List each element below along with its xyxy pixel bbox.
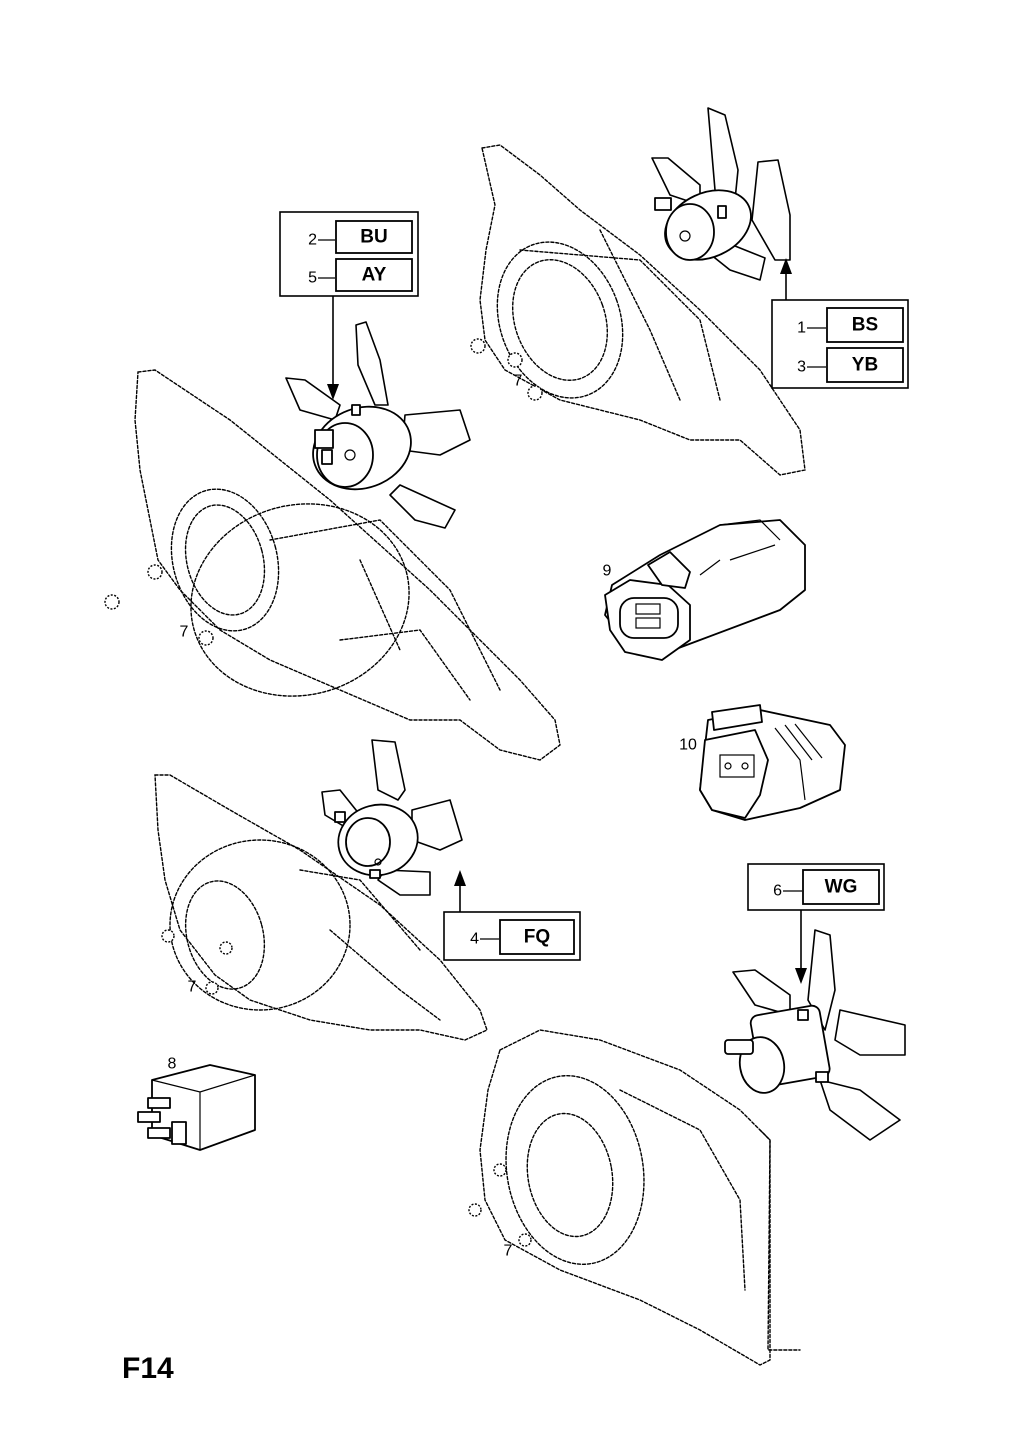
callout-code[interactable]: BS	[852, 315, 878, 336]
callout-number: 1	[797, 320, 806, 337]
part-number-nut: 7	[188, 979, 197, 996]
leader-arrow-bu-ay	[327, 296, 339, 400]
part-number-connector: 9	[603, 563, 612, 580]
fan-shroud-upper-left	[134, 369, 561, 761]
nuts-upper-right	[470, 338, 543, 401]
callout-code-box	[826, 347, 904, 383]
fan-motor-assembly-middle	[321, 739, 463, 896]
connector-10	[699, 704, 846, 821]
callout-box-bu-ay: 2 BU 5 AY	[279, 211, 419, 297]
callout-code[interactable]: WG	[825, 877, 858, 898]
callout-code[interactable]: FQ	[524, 927, 550, 948]
callout-number: 6	[773, 883, 782, 900]
callout-code-box	[335, 258, 413, 292]
callout-code-box	[826, 307, 904, 343]
fan-motor-assembly-lower-right	[724, 929, 906, 1141]
callout-box-wg: 6 WG	[747, 863, 885, 911]
callout-number: 4	[470, 931, 479, 948]
callout-box-fq: 4 FQ	[443, 911, 581, 961]
fan-motor-assembly-upper-right	[651, 107, 791, 281]
fan-motor-assembly-upper-left	[285, 321, 471, 529]
callout-number: 3	[797, 359, 806, 376]
callout-code-box	[335, 220, 413, 254]
nuts-middle-left	[161, 929, 233, 995]
nuts-bottom-right	[468, 1163, 532, 1247]
part-number-nut: 7	[514, 373, 523, 390]
leader-arrow-bs-yb	[780, 258, 792, 300]
callout-code[interactable]: AY	[362, 265, 387, 286]
callout-number: 2	[308, 232, 317, 249]
callout-box-bs-yb: 1 BS 3 YB	[771, 299, 909, 389]
callout-code[interactable]: YB	[852, 355, 878, 376]
part-number-nut: 7	[180, 624, 189, 641]
leader-arrow-fq	[454, 870, 466, 912]
fan-shroud-upper-right	[479, 144, 806, 476]
page-id: F14	[122, 1352, 174, 1385]
connector-9	[604, 519, 806, 661]
callout-code-box	[499, 919, 575, 955]
fan-shroud-middle-left	[154, 774, 488, 1041]
relay-8	[137, 1064, 256, 1151]
callout-code[interactable]: BU	[360, 227, 387, 248]
callout-code-box	[802, 869, 880, 905]
leader-arrow-wg	[795, 910, 807, 984]
nuts-upper-left	[104, 564, 214, 646]
fan-shroud-bottom-right	[479, 1029, 801, 1366]
part-number-nut: 7	[504, 1243, 513, 1260]
callout-number: 5	[308, 270, 317, 287]
part-number-connector: 10	[679, 737, 697, 754]
part-number-relay: 8	[168, 1056, 177, 1073]
